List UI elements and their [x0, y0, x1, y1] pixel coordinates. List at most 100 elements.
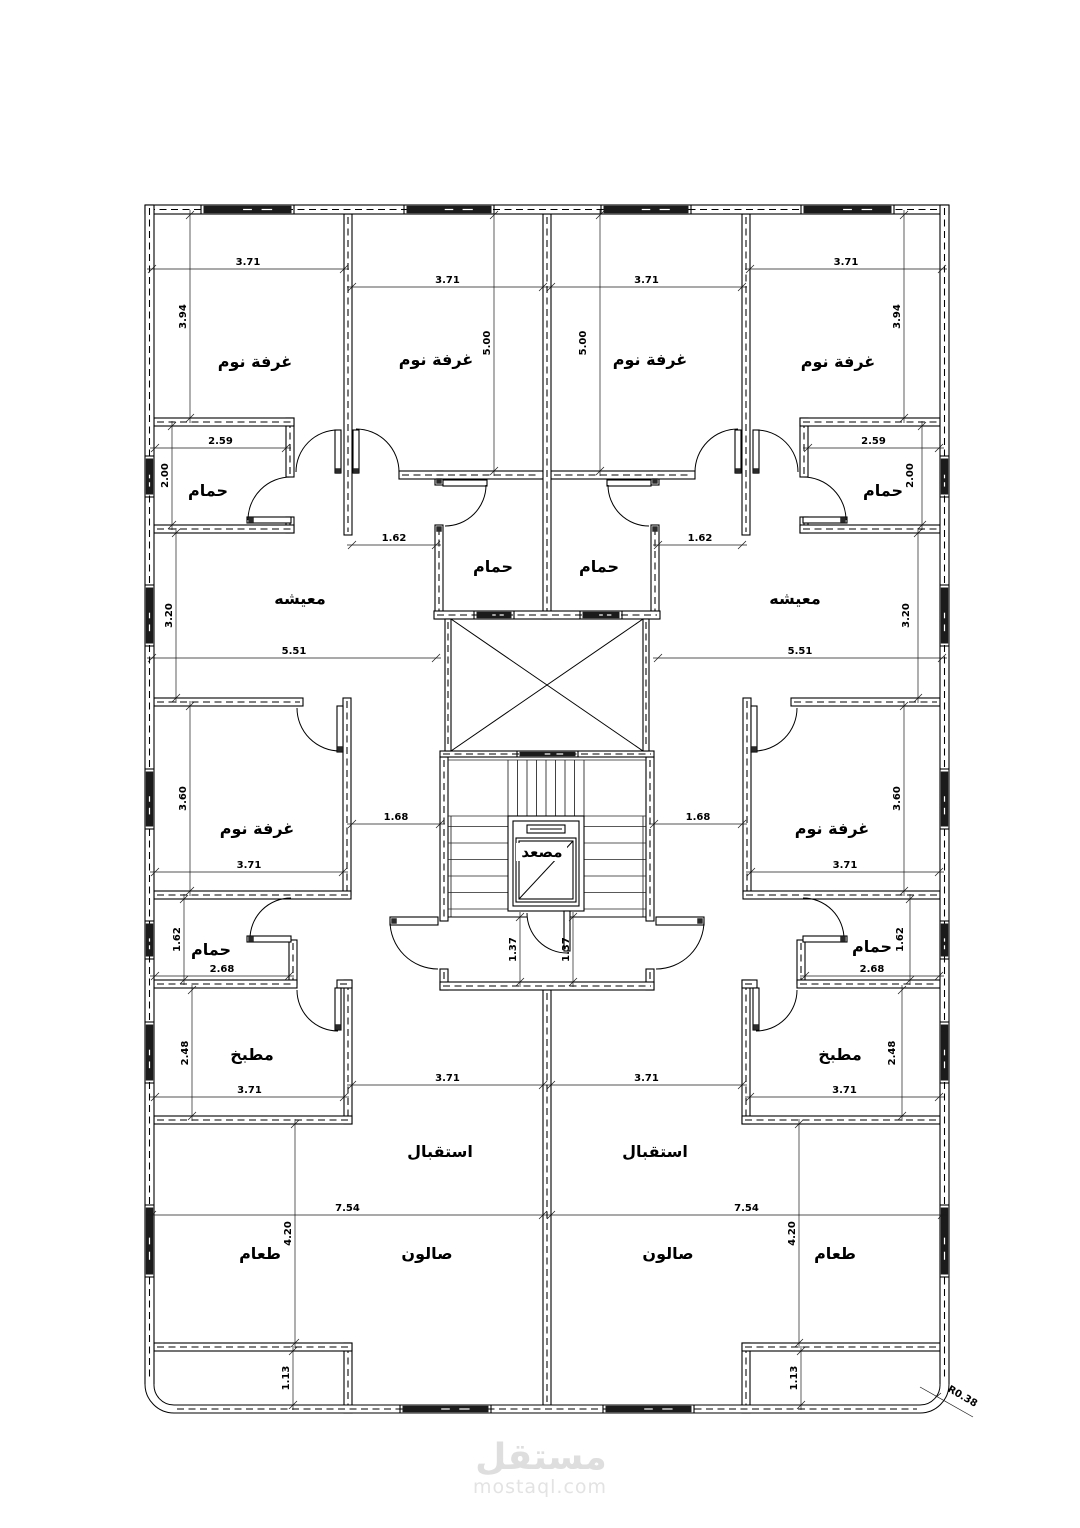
- dimension-line: [171, 693, 181, 703]
- door-jamb-block: [753, 468, 759, 474]
- dimension-line: [167, 421, 177, 431]
- dimension-line: [800, 971, 810, 981]
- door-jamb-block: [697, 918, 703, 924]
- wall-segment: [439, 756, 449, 922]
- dimension-line: [185, 886, 195, 896]
- dimension-line: [546, 1080, 556, 1090]
- wall-segment: [650, 524, 660, 620]
- dimension-line: [538, 1080, 548, 1090]
- dimension-line: [913, 528, 923, 538]
- detail-outline: [507, 815, 585, 912]
- dimension-line: [290, 1338, 300, 1348]
- room-label-bedroom-left-lower: غرفة نوم: [220, 819, 294, 838]
- walls-group: [144, 204, 950, 1414]
- dimension-line: [347, 540, 357, 550]
- room-label-living-left: معيشه: [274, 589, 325, 608]
- door-swing-arc: [755, 989, 798, 1032]
- dimension-line: [281, 443, 291, 453]
- door-jamb-block: [391, 918, 397, 924]
- door-jamb-block: [652, 478, 658, 484]
- dim-label-12: 3.71: [237, 860, 262, 871]
- dimension-line: [905, 975, 915, 985]
- door-leaf: [246, 516, 292, 524]
- door-leaf: [734, 429, 742, 474]
- dimension-line: [489, 466, 499, 476]
- door-swing-arc: [655, 920, 705, 970]
- dim-label-23: 3.94: [892, 304, 903, 329]
- dim-label-15: 2.68: [860, 964, 885, 975]
- door-leaf: [334, 429, 342, 474]
- dim-label-39: 1.13: [789, 1366, 800, 1391]
- dimension-line: [538, 1210, 548, 1220]
- door-jamb-block: [335, 1024, 341, 1030]
- wall-segment: [741, 1342, 751, 1414]
- dimension-line: [934, 867, 944, 877]
- room-label-elevator: مصعد: [521, 843, 562, 861]
- door-leaf: [655, 916, 705, 926]
- dim-label-25: 5.00: [578, 331, 589, 356]
- dimension-line: [737, 1080, 747, 1090]
- dimension-line: [937, 264, 947, 274]
- dimension-line: [737, 540, 747, 550]
- door-leaf: [802, 935, 848, 943]
- dimension-line: [899, 413, 909, 423]
- dim-label-33: 1.62: [895, 927, 906, 952]
- detail-line: [450, 618, 644, 752]
- door-jamb-block: [248, 517, 254, 523]
- dimension-line: [934, 971, 944, 981]
- room-label-reception-left: استقبال: [407, 1142, 473, 1161]
- room-label-kitchen-left: مطبخ: [230, 1045, 274, 1064]
- dimension-line: [933, 1392, 942, 1400]
- door-swing-arc: [755, 429, 799, 473]
- dim-label-9: 5.51: [788, 646, 813, 657]
- door-swing-arc: [919, 1383, 950, 1414]
- dimension-line: [796, 1346, 806, 1356]
- door-jamb-block: [735, 468, 741, 474]
- dim-label-11: 1.68: [686, 812, 711, 823]
- doors-group: [246, 428, 848, 1032]
- dimension-line: [937, 1210, 947, 1220]
- dimension-line: [899, 886, 909, 896]
- door-leaf: [752, 429, 760, 474]
- dimension-line: [899, 210, 909, 220]
- dimension-line: [737, 282, 747, 292]
- dimension-line: [538, 282, 548, 292]
- windows-group: [145, 205, 949, 1413]
- dimension-line: [185, 413, 195, 423]
- dimension-line: [435, 819, 445, 829]
- dimension-line: [347, 282, 357, 292]
- dimension-line: [737, 819, 747, 829]
- door-leaf: [336, 705, 344, 753]
- door-swing-arc: [694, 428, 739, 473]
- detail-line: [450, 618, 644, 752]
- dimension-line: [653, 653, 663, 663]
- dimension-line: [897, 1111, 907, 1121]
- dim-label-32: 1.62: [172, 927, 183, 952]
- dimension-line: [431, 653, 441, 663]
- dimension-line: [339, 264, 349, 274]
- dim-label-3: 3.71: [634, 275, 659, 286]
- dimension-line: [147, 653, 157, 663]
- dimension-line: [568, 977, 578, 987]
- dimension-line: [568, 912, 578, 922]
- door-jamb-block: [652, 526, 658, 532]
- door-swing-arc: [355, 428, 400, 473]
- door-leaf: [750, 705, 758, 753]
- dim-label-18: 3.71: [435, 1073, 460, 1084]
- room-label-salon-right: صالون: [642, 1244, 693, 1263]
- dimension-line: [917, 520, 927, 530]
- dimensions-group: 3.71 3.71 3.71 3.71 2.59 2.59 1.62 1.62 …: [147, 210, 979, 1418]
- dim-label-2: 3.71: [435, 275, 460, 286]
- door-swing-arc: [444, 484, 487, 527]
- dimension-line: [171, 528, 181, 538]
- dim-label-22: 3.94: [178, 304, 189, 329]
- door-jamb-block: [751, 746, 757, 752]
- dimension-line: [150, 971, 160, 981]
- door-jamb-block: [436, 526, 442, 532]
- dim-label-8: 5.51: [282, 646, 307, 657]
- door-swing-arc: [753, 707, 798, 752]
- dimension-line: [288, 1400, 298, 1410]
- dim-label-41: 1.37: [561, 937, 572, 962]
